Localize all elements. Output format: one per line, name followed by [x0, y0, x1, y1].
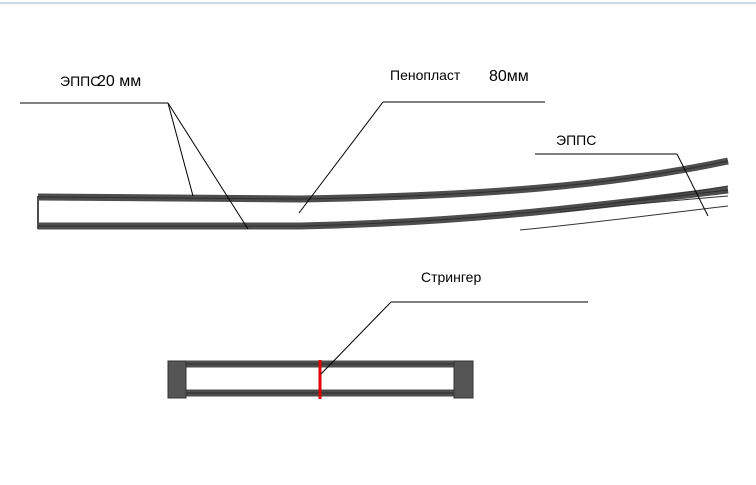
epps-20-callout: ЭППС 20 мм: [20, 73, 249, 230]
epps-tip-label: ЭППС: [556, 132, 596, 148]
upper-epps-skin-inner: [37, 160, 729, 200]
epps-20-value: 20 мм: [97, 73, 141, 90]
epps-20-leader-2: [167, 102, 249, 230]
epps-tip-callout: ЭППС: [535, 132, 709, 217]
lower-epps-skin-inner: [38, 189, 729, 227]
left-edge-block: [167, 360, 187, 399]
foam-leader: [298, 101, 384, 214]
wing-section: [37, 157, 729, 231]
stringer-leader: [320, 301, 392, 375]
stringer-label: Стрингер: [421, 269, 481, 285]
foam-callout: Пенопласт 80мм: [298, 67, 545, 214]
stringer-section: [167, 360, 474, 399]
tip-line-3: [599, 185, 729, 206]
foam-value: 80мм: [489, 68, 529, 85]
epps-20-leader-1: [167, 102, 194, 197]
right-edge-block: [453, 360, 474, 399]
tip-line-1: [519, 205, 729, 231]
stringer-callout: Стрингер: [320, 269, 588, 375]
foam-label: Пенопласт: [390, 67, 461, 83]
tip-line-2: [559, 195, 729, 213]
epps-tip-leader: [676, 153, 709, 217]
epps-20-label: ЭППС: [60, 73, 100, 89]
